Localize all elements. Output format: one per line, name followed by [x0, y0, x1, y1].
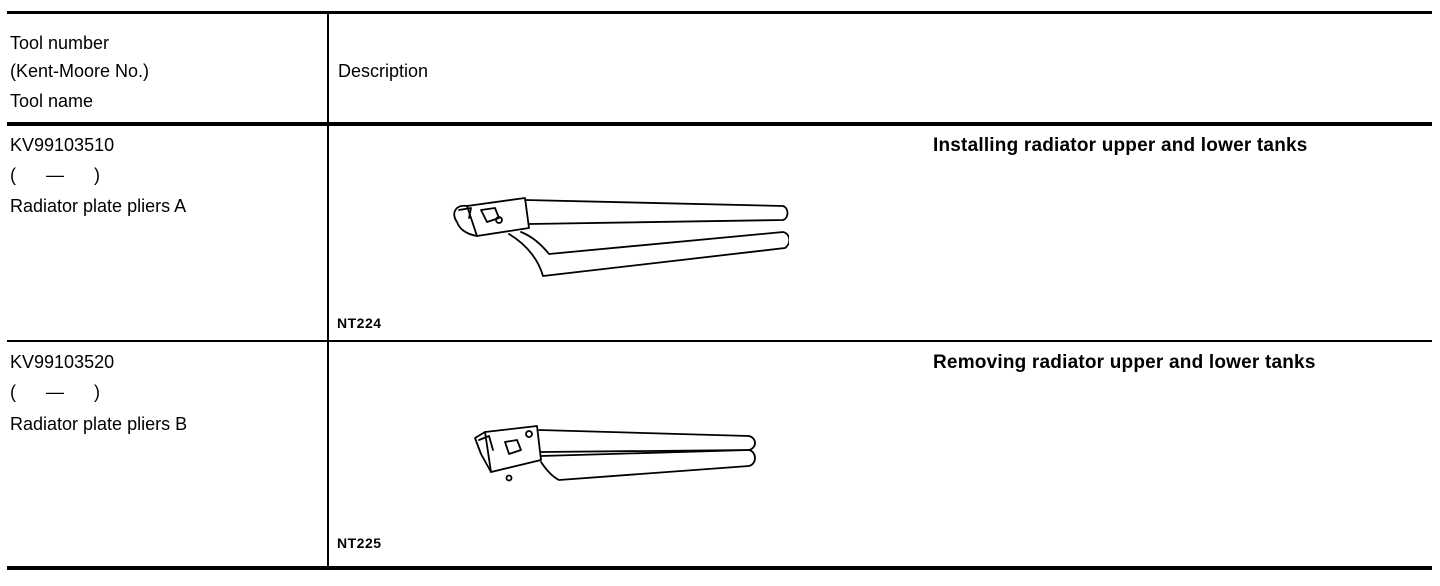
tool-number: KV99103520 — [10, 352, 115, 372]
tool-description: Installing radiator upper and lower tank… — [933, 135, 1308, 156]
tool-number: KV99103510 — [10, 135, 115, 155]
header-tool-number: Tool number — [10, 33, 110, 53]
figure-code: NT225 — [337, 535, 382, 551]
tool-description: Removing radiator upper and lower tanks — [933, 352, 1316, 373]
figure-code: NT224 — [337, 315, 382, 331]
kent-moore-number: ( — ) — [10, 382, 100, 402]
header-bottom-border — [7, 122, 1432, 126]
tool-name: Radiator plate pliers B — [10, 414, 188, 434]
header-kent-moore: (Kent-Moore No.) — [10, 61, 150, 81]
special-tools-table: Tool number (Kent-Moore No.) Tool name D… — [7, 0, 1432, 586]
row-divider — [7, 340, 1432, 342]
header-description: Description — [338, 61, 429, 81]
tool-name: Radiator plate pliers A — [10, 196, 187, 216]
radiator-plate-pliers-a-icon — [453, 197, 789, 277]
column-divider — [327, 11, 329, 570]
radiator-plate-pliers-b-icon — [474, 425, 756, 482]
table-top-border — [7, 11, 1432, 14]
header-tool-name: Tool name — [10, 91, 94, 111]
table-bottom-border — [7, 566, 1432, 570]
kent-moore-number: ( — ) — [10, 165, 100, 185]
